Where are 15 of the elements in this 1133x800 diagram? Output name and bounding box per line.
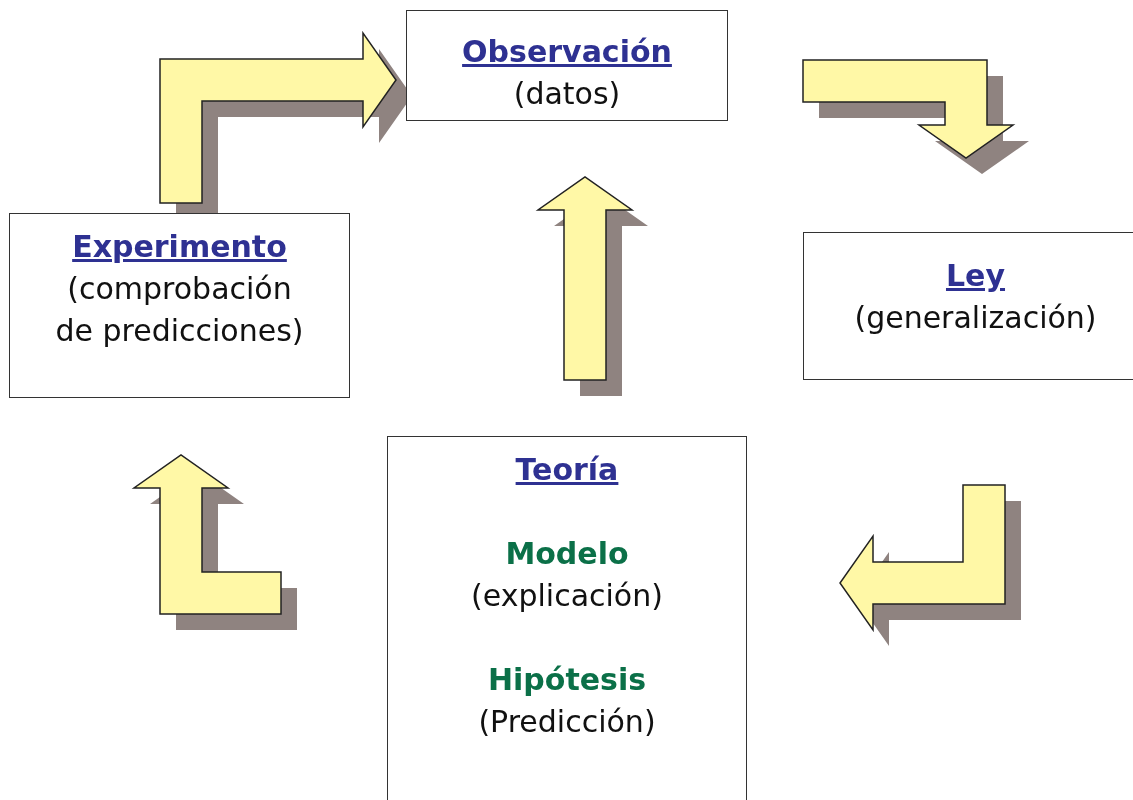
subheading-text: Modelo [505,535,629,573]
body-text: (datos) [513,75,621,113]
text-box [9,213,350,398]
heading-text: Teoría [515,451,619,489]
text-box [803,232,1133,380]
heading-text: Experimento [72,228,287,266]
text-box [387,436,747,800]
body-text: (comprobación de predicciones) [54,270,305,350]
body-text: (explicación) [471,577,663,615]
heading-text: Observación [462,33,672,71]
text-box [406,10,728,121]
subheading-text: Hipótesis [487,661,647,699]
body-text: (generalización) [854,299,1097,337]
body-text: (Predicción) [478,703,656,741]
heading-text: Ley [946,257,1005,295]
